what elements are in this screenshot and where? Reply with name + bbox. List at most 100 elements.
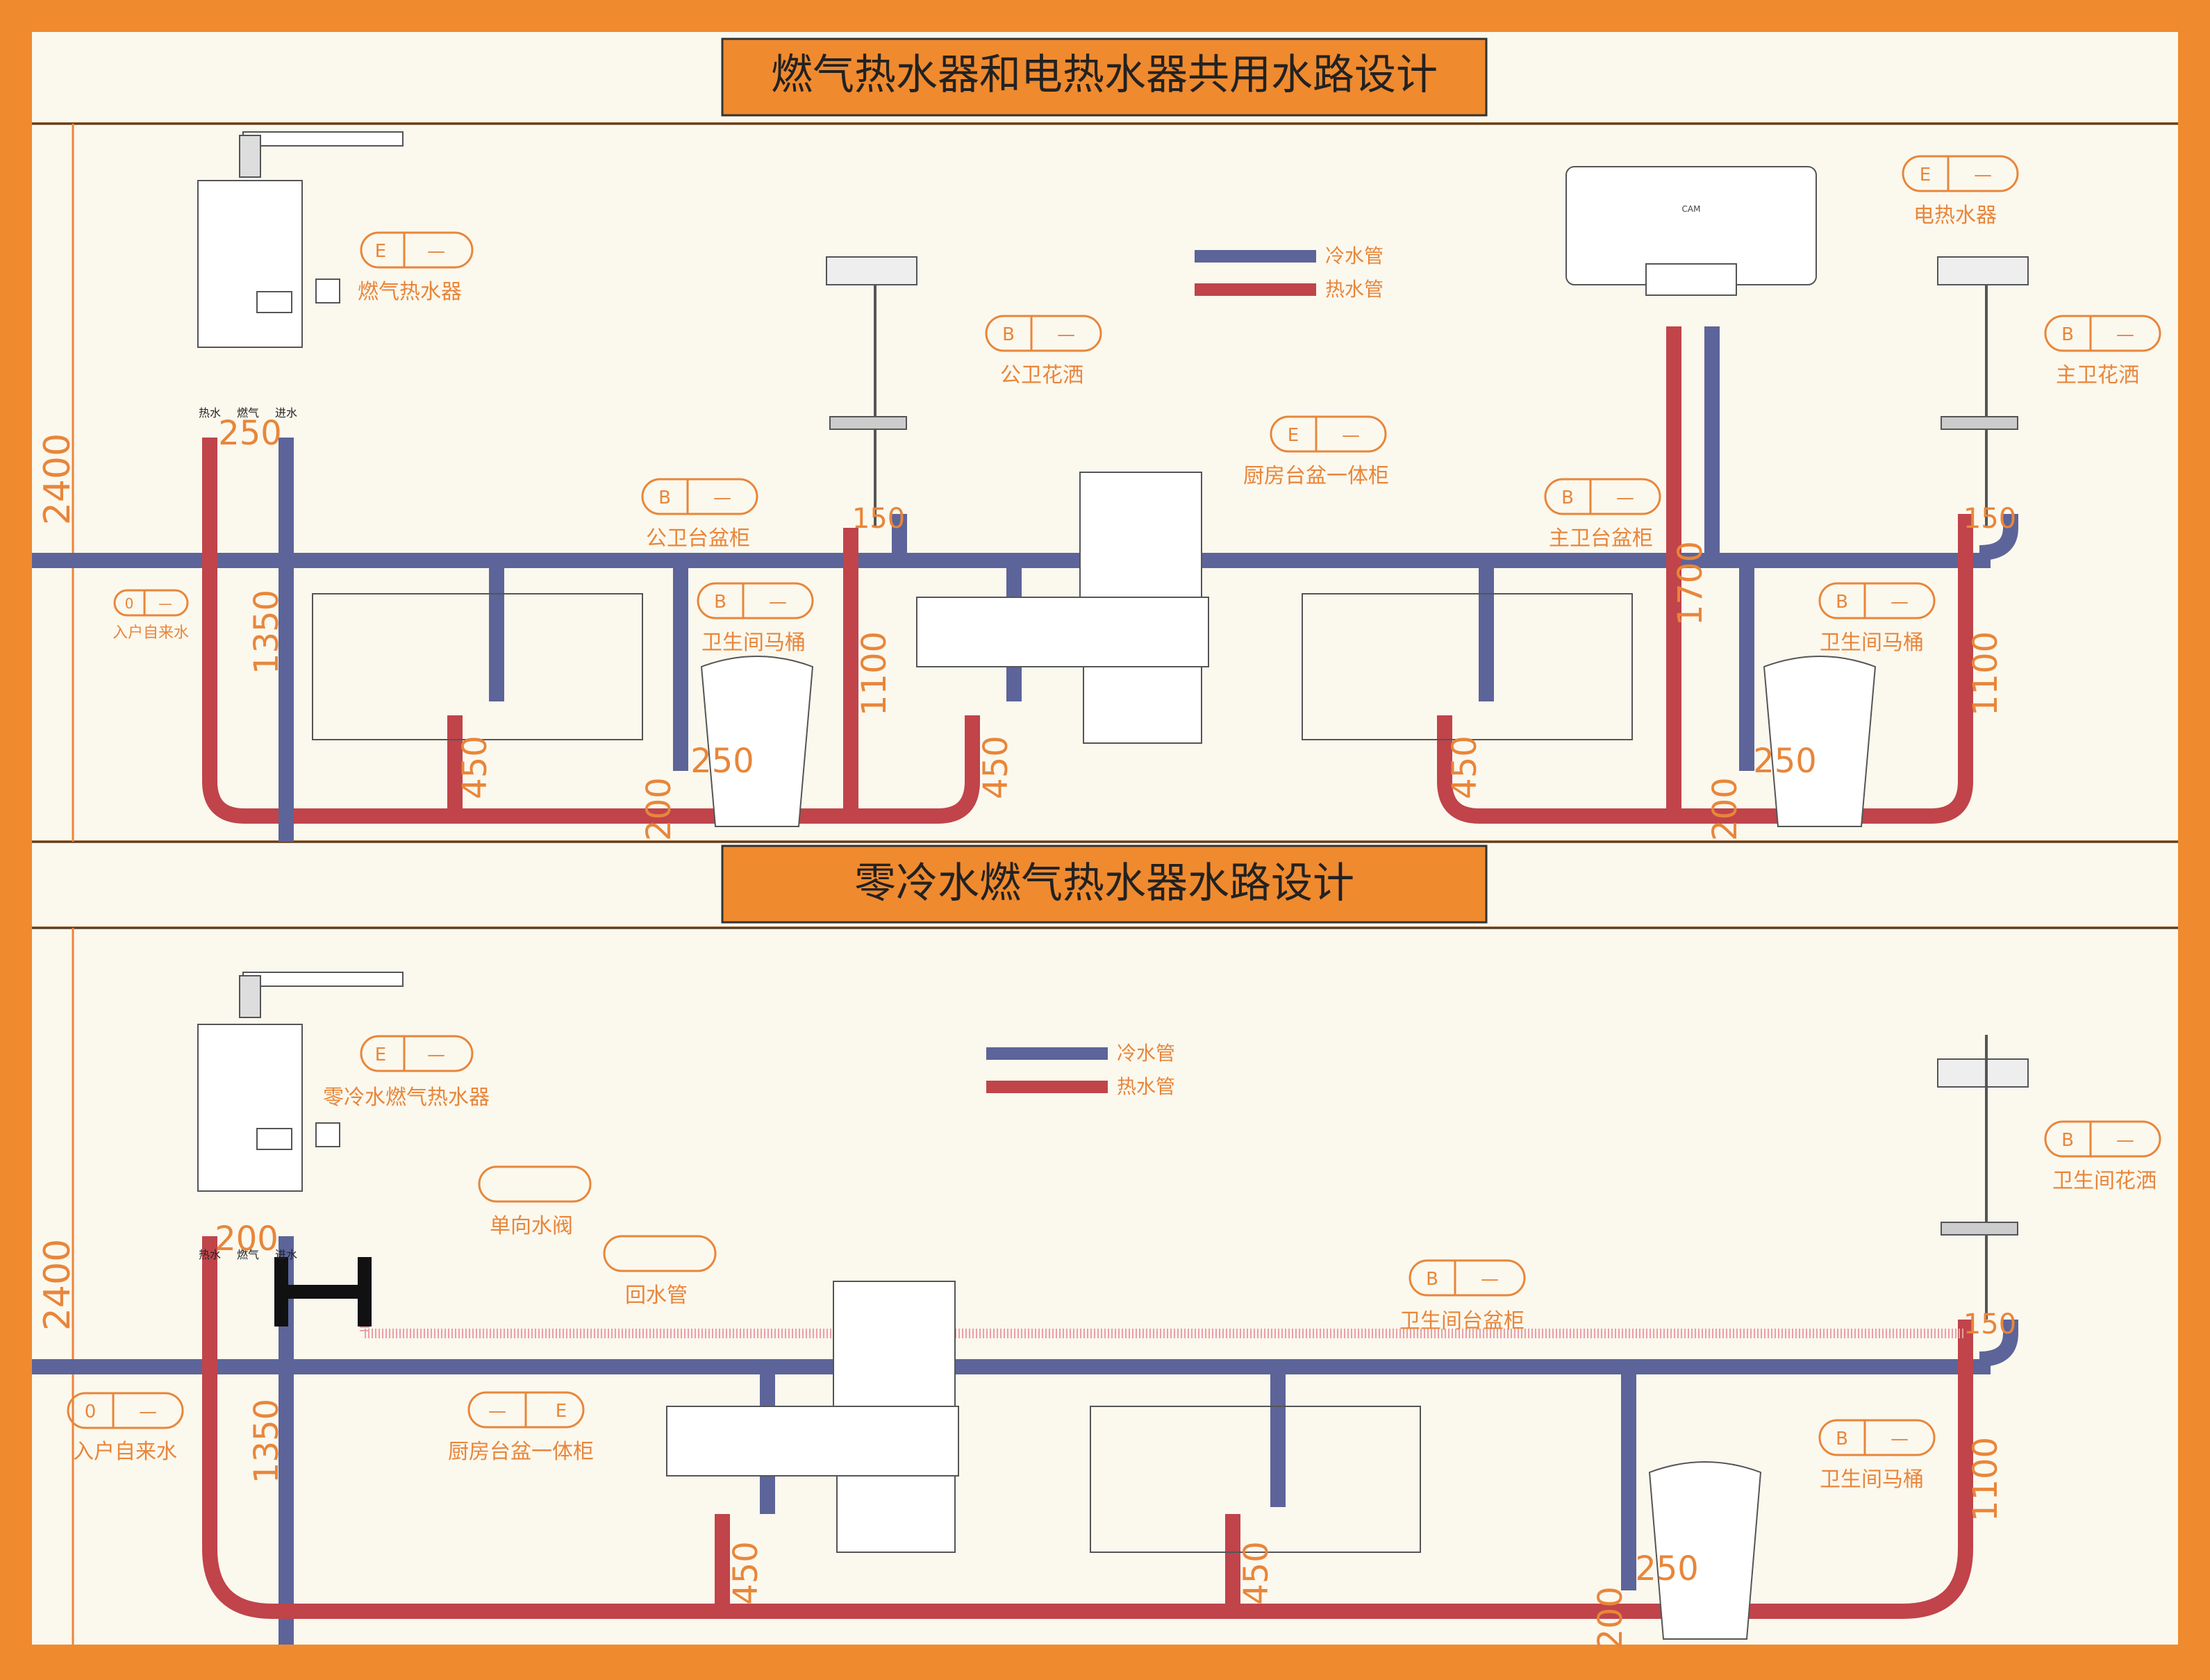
tag-letter: 0 xyxy=(125,595,134,612)
legend-hot-swatch xyxy=(1195,283,1316,296)
label-bath-toilet: 卫生间马桶 xyxy=(1820,1467,1924,1492)
master-shower xyxy=(1937,256,2029,528)
tag-master-basin: B — xyxy=(1544,478,1661,515)
tag-letter: B xyxy=(1002,324,1015,345)
tag-letter: — xyxy=(427,241,445,262)
bath-shower xyxy=(1937,1035,2029,1320)
legend-hot-label: 热水管 xyxy=(1325,278,1384,301)
inlet-port-label: 进水 xyxy=(275,1248,297,1261)
tag-letter: — xyxy=(427,1045,445,1065)
bottom-diagram: 冷水管 热水管 2400 热水 燃气 xyxy=(32,928,2161,1650)
inlet-port-label: 热水 xyxy=(199,406,221,419)
dim-label: 450 xyxy=(1237,1541,1276,1605)
master-basin-cabinet xyxy=(1302,593,1633,740)
dim-2400: 2400 xyxy=(37,1239,78,1331)
inlet-port-label: 热水 xyxy=(199,1248,221,1261)
dim-label: 450 xyxy=(977,735,1015,799)
tag-letter: — xyxy=(769,592,787,613)
tag-bath-basin: B — xyxy=(1409,1259,1526,1297)
inlet-port-label: 燃气 xyxy=(237,406,259,419)
label-master-toilet: 卫生间马桶 xyxy=(1820,631,1924,655)
dim-label: 200 xyxy=(1706,777,1745,841)
legend-cold-label: 冷水管 xyxy=(1117,1042,1175,1065)
dim-label: 1100 xyxy=(1966,631,2005,716)
label-return-pipe: 回水管 xyxy=(625,1283,688,1308)
dim-label: 1350 xyxy=(247,590,286,674)
tag-letter: B xyxy=(2061,1130,2074,1151)
legend-hot-label: 热水管 xyxy=(1117,1075,1175,1098)
tag-letter: — xyxy=(139,1402,157,1422)
tag-letter: E xyxy=(375,241,386,262)
label-inlet-water: 入户自来水 xyxy=(113,624,189,642)
tag-master-toilet: B — xyxy=(1818,582,1936,619)
tag-public-shower: B — xyxy=(985,315,1102,352)
dim-2400: 2400 xyxy=(37,433,78,525)
cold-pipe-end xyxy=(1979,1320,2018,1367)
tag-letter: — xyxy=(1974,165,1992,185)
dim-label: 1100 xyxy=(855,631,894,716)
cold-pipe-end xyxy=(1979,514,2018,560)
label-bath-basin: 卫生间台盆柜 xyxy=(1399,1309,1524,1333)
cold-main-pipe xyxy=(32,1359,1991,1374)
tag-electric-heater: E — xyxy=(1902,155,2019,192)
kitchen-cabinet xyxy=(916,472,1209,744)
kitchen-cabinet xyxy=(666,1281,959,1553)
return-pipe xyxy=(360,1274,1966,1338)
label-gas-heater: 零冷水燃气热水器 xyxy=(323,1086,490,1110)
tag-public-toilet: B — xyxy=(697,582,814,619)
tag-letter: — xyxy=(158,595,172,612)
bath-toilet xyxy=(1648,1461,1762,1640)
tag-kitchen-cabinet: — E xyxy=(467,1391,585,1429)
dim-label: 200 xyxy=(215,1220,279,1258)
dim-label: 250 xyxy=(690,742,754,781)
dim-label: 150 xyxy=(852,503,905,535)
tag-letter: B xyxy=(2061,324,2074,345)
dim-label: 450 xyxy=(1445,735,1484,799)
dim-label: 200 xyxy=(1591,1586,1630,1650)
bottom-title: 零冷水燃气热水器水路设计 xyxy=(854,859,1354,908)
label-kitchen-cabinet: 厨房台盆一体柜 xyxy=(448,1440,594,1464)
hot-pipe-loop xyxy=(202,1236,1973,1619)
tag-letter: E xyxy=(1920,165,1931,185)
tag-letter: — xyxy=(1342,425,1360,446)
tag-public-basin: B — xyxy=(641,478,758,515)
tag-letter: B xyxy=(1836,1429,1848,1449)
public-basin-cabinet xyxy=(312,593,643,740)
public-shower xyxy=(826,256,917,528)
label-master-shower: 主卫花洒 xyxy=(2056,363,2139,388)
tag-master-shower: B — xyxy=(2044,315,2161,352)
dim-label: 450 xyxy=(456,735,495,799)
tag-bath-shower: B — xyxy=(2044,1120,2161,1158)
tag-letter: — xyxy=(2116,1130,2134,1151)
dim-label: 250 xyxy=(1635,1549,1699,1588)
inlet-port-label: 进水 xyxy=(275,406,297,419)
label-gas-heater: 燃气热水器 xyxy=(358,280,462,304)
legend-cold-swatch xyxy=(1195,250,1316,263)
dim-label: 450 xyxy=(726,1541,765,1605)
top-diagram: 冷水管 热水管 2400 热水 燃气 进 xyxy=(32,124,2161,842)
tag-letter: — xyxy=(2116,324,2134,345)
label-master-basin: 主卫台盆柜 xyxy=(1549,526,1653,551)
label-public-toilet: 卫生间马桶 xyxy=(701,631,806,655)
label-check-valve: 单向水阀 xyxy=(490,1214,573,1238)
tag-letter: — xyxy=(713,488,731,508)
dim-label: 250 xyxy=(1753,742,1817,781)
check-valve xyxy=(274,1257,372,1326)
tag-letter: — xyxy=(1616,488,1634,508)
tag-kitchen-cabinet: E — xyxy=(1270,415,1387,453)
tag-bath-toilet: B — xyxy=(1818,1419,1936,1456)
cold-main-pipe xyxy=(32,553,1991,568)
label-bath-shower: 卫生间花洒 xyxy=(2052,1169,2157,1193)
tag-letter: B xyxy=(1561,488,1574,508)
master-toilet xyxy=(1763,656,1877,827)
dim-label: 250 xyxy=(218,414,282,453)
zero-cold-gas-heater xyxy=(197,972,404,1192)
hot-pipe-right xyxy=(1437,514,1973,824)
dim-label: 1350 xyxy=(247,1399,286,1483)
tag-letter: B xyxy=(1836,592,1848,613)
tag-letter: — xyxy=(1891,1429,1909,1449)
inlet-port-label: 燃气 xyxy=(237,1248,259,1261)
tag-letter: — xyxy=(1057,324,1075,345)
